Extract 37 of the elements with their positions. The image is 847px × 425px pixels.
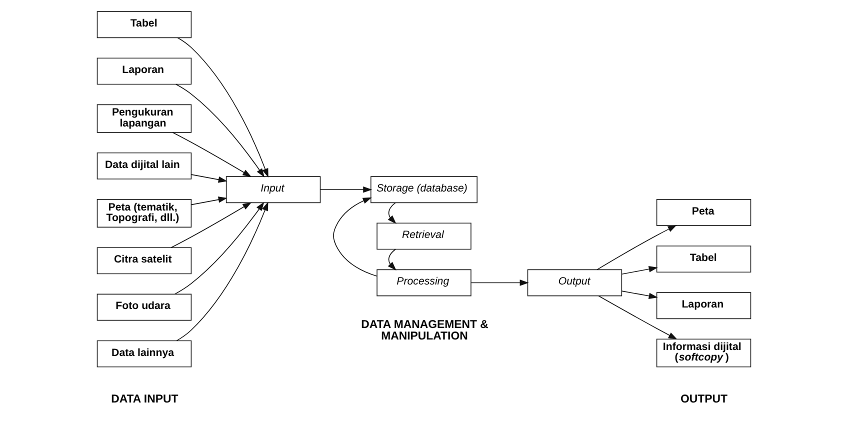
arrow (620, 266, 658, 275)
arrow (470, 280, 528, 286)
node-box: Tabel (96, 11, 192, 38)
node-box: Pengukuran lapangan (96, 104, 192, 133)
arrow (320, 186, 372, 193)
arrow (387, 202, 396, 224)
node-box: Storage (database) (370, 176, 477, 204)
node-box: Input (225, 176, 320, 204)
node-box: Data lainnya (96, 340, 192, 368)
node-box: Laporan (656, 292, 751, 320)
arrow (596, 225, 676, 270)
node-box: Foto udara (96, 294, 192, 321)
node-box: Processing (376, 269, 471, 296)
arrow (176, 202, 268, 342)
label: DATA MANAGEMENT & MANIPULATION (360, 318, 488, 342)
node-box: Informasi dijital (softcopy ) (656, 338, 751, 368)
node-box: Peta (tematik, Topografi, dll.) (96, 199, 192, 228)
arrow (172, 132, 252, 178)
arrow (176, 37, 268, 178)
arrow (190, 174, 227, 183)
arrow (174, 84, 264, 178)
label: OUTPUT (680, 394, 727, 406)
arrow (170, 202, 252, 248)
node-box: Retrieval (376, 222, 471, 250)
arrow (332, 197, 377, 277)
arrow (387, 248, 396, 271)
node-box: Laporan (96, 58, 192, 85)
node-box: Output (526, 269, 622, 296)
node-box: Citra satelit (96, 247, 192, 274)
arrow (174, 202, 264, 294)
label: DATA INPUT (110, 394, 178, 406)
arrow (190, 196, 227, 206)
arrow (620, 290, 658, 300)
arrow (598, 296, 677, 340)
node-box: Peta (656, 199, 751, 226)
node-box: Tabel (656, 246, 751, 273)
node-box: Data dijital lain (96, 152, 192, 180)
